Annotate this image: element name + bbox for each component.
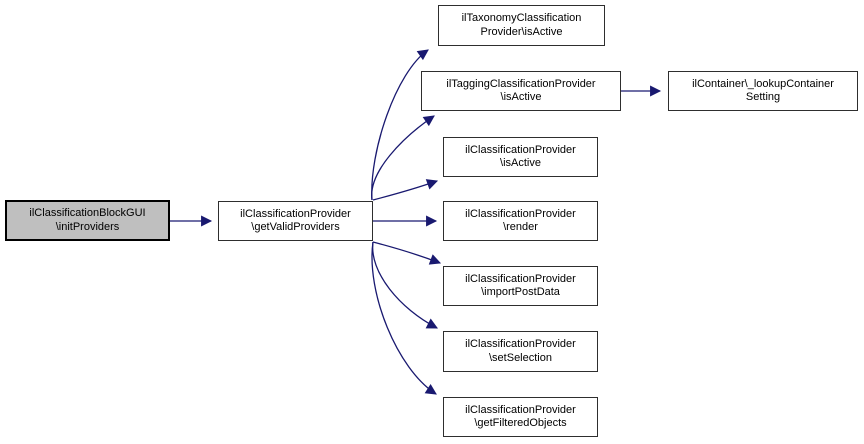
node-ilclassificationprovider-importpostdata[interactable]: ilClassificationProvider \importPostData xyxy=(443,266,598,306)
node-ilclassificationprovider-setselection[interactable]: ilClassificationProvider \setSelection xyxy=(443,331,598,372)
edge-getvalidproviders-to-setselection xyxy=(372,241,438,329)
edge-getvalidproviders-to-getfilteredobjects xyxy=(371,241,437,395)
node-iltaxonomyclassificationprovider-isactive[interactable]: ilTaxonomyClassification Provider\isActi… xyxy=(438,5,605,46)
edge-getvalidproviders-to-isactive xyxy=(372,179,439,201)
node-ilclassificationprovider-render[interactable]: ilClassificationProvider \render xyxy=(443,201,598,241)
node-ilclassificationprovider-getvalidproviders[interactable]: ilClassificationProvider \getValidProvid… xyxy=(218,201,373,241)
node-ilcontainer-lookupcontainersetting[interactable]: ilContainer\_lookupContainer Setting xyxy=(668,71,858,111)
node-ilclassificationprovider-getfilteredobjects[interactable]: ilClassificationProvider \getFilteredObj… xyxy=(443,397,598,437)
node-ilclassificationblockgui-initproviders: ilClassificationBlockGUI \initProviders xyxy=(5,200,170,241)
edge-getvalidproviders-to-taxonomy-isactive xyxy=(371,49,429,201)
edge-getvalidproviders-to-tagging-isactive xyxy=(371,115,435,201)
edge-getvalidproviders-to-importpostdata xyxy=(372,241,442,265)
node-iltaggingclassificationprovider-isactive[interactable]: ilTaggingClassificationProvider \isActiv… xyxy=(421,71,621,111)
node-ilclassificationprovider-isactive[interactable]: ilClassificationProvider \isActive xyxy=(443,137,598,177)
